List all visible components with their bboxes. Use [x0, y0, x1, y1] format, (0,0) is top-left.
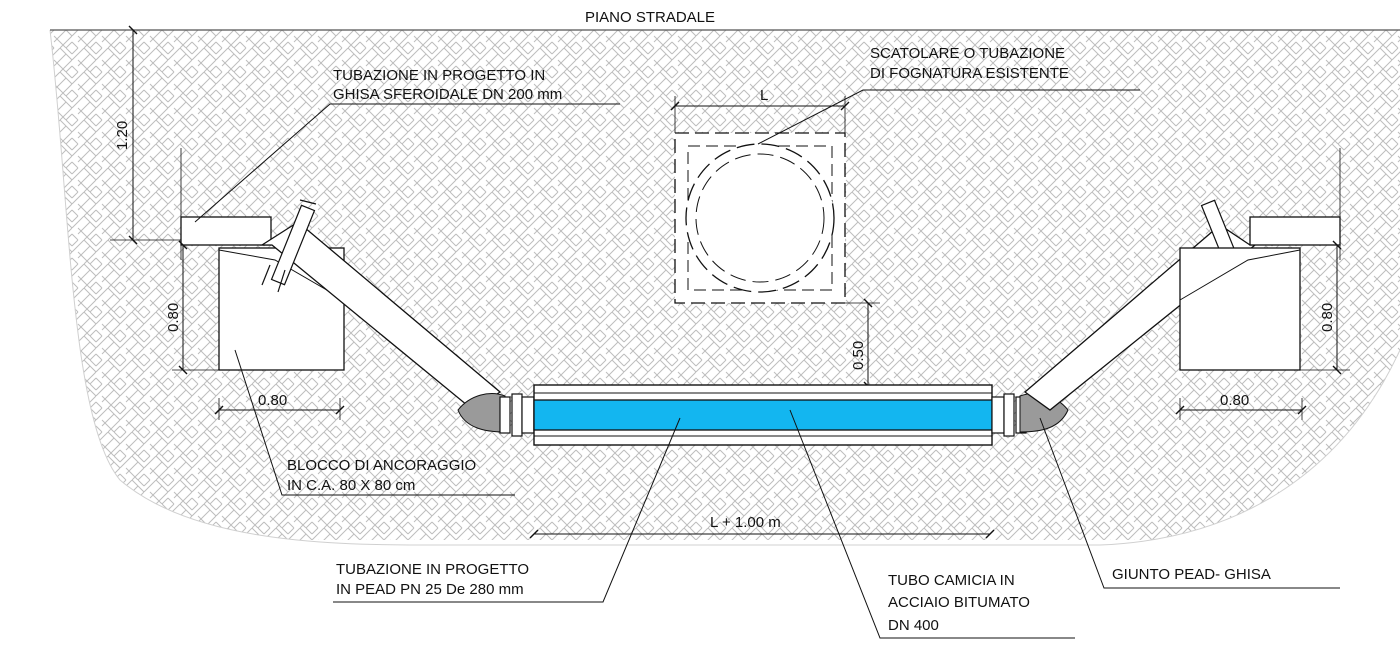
casing-pipe-label-line3: DN 400: [888, 617, 939, 634]
left-cast-iron-pipe: [180, 216, 272, 246]
cast-iron-pipe-label-line2: GHISA SFEROIDALE DN 200 mm: [333, 86, 562, 103]
anchor-block-leader: [234, 349, 515, 496]
right-block-height-dimension: 0.80: [1319, 303, 1336, 332]
left-coupling: [499, 393, 535, 437]
joint-leader: [1039, 417, 1340, 589]
left-block-width-dimension: 0.80: [258, 392, 287, 409]
casing-pipe-leader: [789, 409, 1075, 639]
pead-pipe-leader: [333, 417, 681, 603]
left-flange-assembly: [261, 199, 317, 293]
left-block-height-dimension: 0.80: [165, 303, 182, 332]
casing-length-dimension: L + 1.00 m: [710, 514, 781, 531]
right-anchor-block: [1179, 247, 1301, 371]
road-surface-label: PIANO STRADALE: [585, 9, 715, 26]
soil-boundary-line: [49, 29, 1400, 546]
existing-sewer-label-line1: SCATOLARE O TUBAZIONE: [870, 45, 1065, 62]
cast-iron-pipe-leader: [194, 103, 620, 223]
soil-boundary-mask: [0, 30, 1400, 651]
sewer-width-dimension: L: [760, 87, 768, 104]
cover-depth-dimension: 1.20: [114, 121, 131, 150]
cast-iron-pipe-label-line1: TUBAZIONE IN PROGETTO IN: [333, 67, 545, 84]
left-block-thrust-face: [218, 249, 345, 301]
right-cast-iron-pipe: [1249, 216, 1341, 246]
joint-label: GIUNTO PEAD- GHISA: [1112, 566, 1271, 583]
pead-pipe-label-line2: IN PEAD PN 25 De 280 mm: [336, 581, 524, 598]
anchor-block-label-line2: IN C.A. 80 X 80 cm: [287, 477, 415, 494]
right-block-thrust-face: [1179, 249, 1301, 301]
casing-pipe-label-line2: ACCIAIO BITUMATO: [888, 594, 1030, 611]
existing-sewer-pipe: [685, 143, 835, 293]
clearance-dimension: 0.50: [850, 341, 867, 370]
existing-sewer-leader: [757, 89, 1140, 145]
pead-carrier-pipe: [533, 399, 993, 431]
existing-sewer-pipe-inner: [695, 153, 825, 283]
casing-pipe-label-line1: TUBO CAMICIA IN: [888, 572, 1015, 589]
pead-pipe-label-line1: TUBAZIONE IN PROGETTO: [336, 561, 529, 578]
anchor-block-label-line1: BLOCCO DI ANCORAGGIO: [287, 457, 476, 474]
right-block-width-dimension: 0.80: [1220, 392, 1249, 409]
existing-sewer-label-line2: DI FOGNATURA ESISTENTE: [870, 65, 1069, 82]
